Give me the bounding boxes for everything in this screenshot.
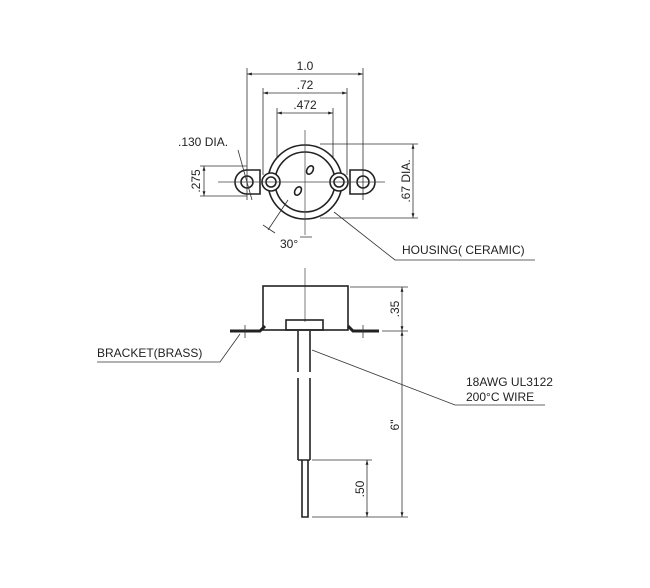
dim-strip-length: .50 <box>353 480 367 497</box>
dim-hole-dia: .130 DIA. <box>178 135 228 149</box>
dim-mount: .72 <box>297 78 314 92</box>
dim-wire-length: 6" <box>388 420 402 431</box>
contact-slot <box>305 165 315 175</box>
top-view: 1.0 .72 .472 .67 DIA. .275 .130 DIA. 30° <box>178 59 535 261</box>
dim-contacts: .472 <box>293 98 317 112</box>
right-ear <box>349 169 376 195</box>
terminal-block <box>285 319 324 331</box>
dim-height: .35 <box>388 300 402 317</box>
dim-overall: 1.0 <box>297 59 314 73</box>
wire-insulation <box>297 331 311 461</box>
label-wire-line2: 200°C WIRE <box>466 390 534 404</box>
side-view: .35 6" .50 BRACKET(BRASS) 18AWG UL3122 2… <box>97 268 553 518</box>
dim-housing-dia: .67 DIA. <box>399 159 413 202</box>
housing-body <box>262 285 349 331</box>
wire-bare-end <box>301 460 309 518</box>
bracket <box>230 324 379 333</box>
label-housing: HOUSING( CERAMIC) <box>402 243 525 257</box>
dim-angle: 30° <box>280 237 298 251</box>
dim-ear-height: .275 <box>189 169 203 193</box>
contact-slot <box>293 186 303 196</box>
label-wire-line1: 18AWG UL3122 <box>466 375 553 389</box>
label-bracket: BRACKET(BRASS) <box>97 346 202 360</box>
